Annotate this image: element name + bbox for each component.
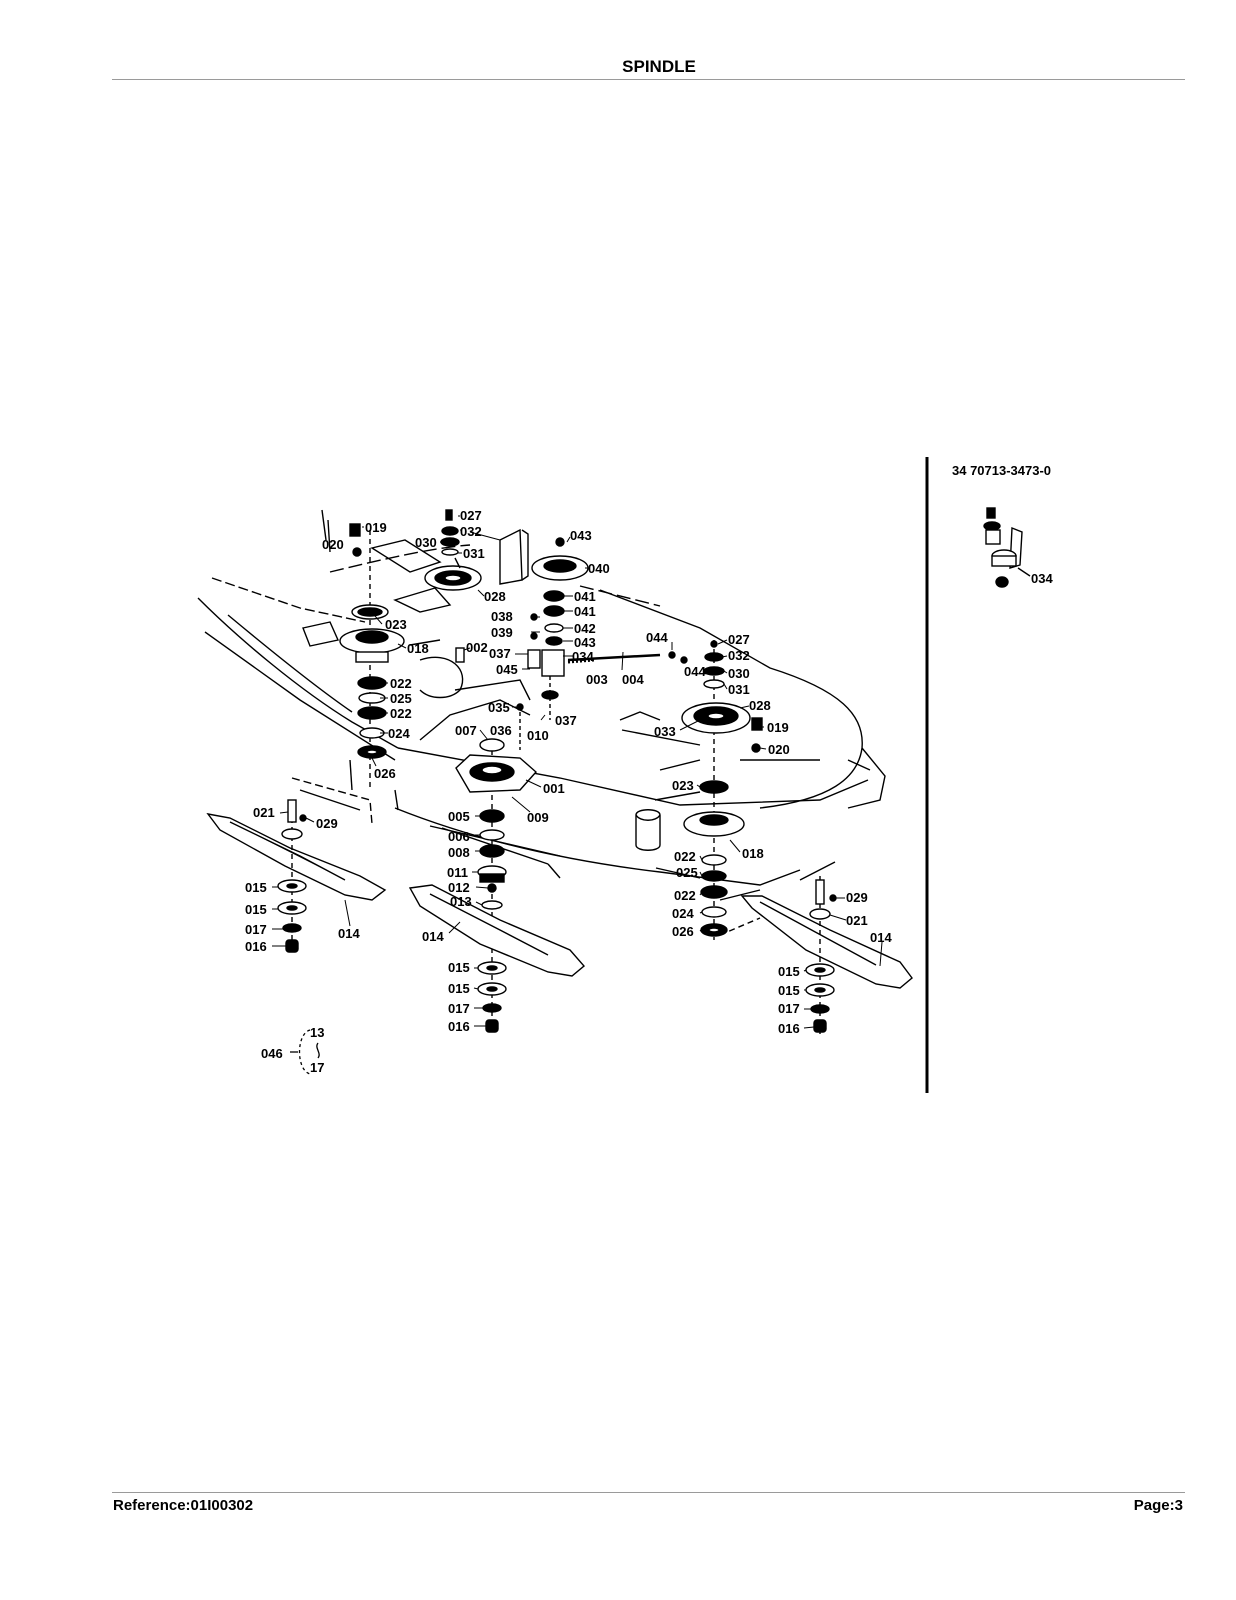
callout-label: 042: [574, 621, 596, 636]
callout-label: 021: [846, 913, 868, 928]
callout-label: 003: [586, 672, 608, 687]
callout-label: 006: [448, 829, 470, 844]
callout-label: 018: [407, 641, 429, 656]
callout-label: 032: [728, 648, 750, 663]
callout-label: 015: [448, 960, 470, 975]
callout-label: 043: [574, 635, 596, 650]
callout-label: 015: [245, 880, 267, 895]
callout-label: 037: [555, 713, 577, 728]
callout-label: 016: [448, 1019, 470, 1034]
center-blade-assembly: [408, 884, 585, 1033]
callout-label: 024: [672, 906, 694, 921]
callout-label: 029: [316, 816, 338, 831]
idler-tension-assembly: [455, 537, 688, 750]
callout-label: 016: [778, 1021, 800, 1036]
footer-rule: [112, 1492, 1185, 1493]
callout-label: 023: [672, 778, 694, 793]
footer-reference: Reference:01I00302: [113, 1497, 254, 1514]
center-spindle-assembly: [455, 738, 537, 1030]
callout-label: 031: [728, 682, 750, 697]
callout-label: 041: [574, 589, 596, 604]
callout-label: 027: [728, 632, 750, 647]
callout-label: 036: [490, 723, 512, 738]
callout-label: 044: [684, 664, 706, 679]
callout-label: 015: [778, 983, 800, 998]
callout-label: 017: [245, 922, 267, 937]
callout-label: 17: [310, 1060, 324, 1075]
callout-label: 017: [778, 1001, 800, 1016]
callout-label: 018: [742, 846, 764, 861]
callout-label: 040: [588, 561, 610, 576]
callout-label: 020: [322, 537, 344, 552]
callout-label: 009: [527, 810, 549, 825]
inset-part-034: [983, 507, 1031, 588]
callout-label: 013: [450, 894, 472, 909]
callout-label: 024: [388, 726, 410, 741]
callout-label: 033: [654, 724, 676, 739]
right-spindle-assembly: [681, 640, 763, 940]
page-title: SPINDLE: [622, 57, 696, 76]
leader-lines: [272, 515, 883, 1029]
callout-label: 017: [448, 1001, 470, 1016]
callout-label: 023: [385, 617, 407, 632]
callout-label: 015: [245, 902, 267, 917]
callout-label: 030: [415, 535, 437, 550]
callout-label: 025: [390, 691, 412, 706]
callout-label: 014: [338, 926, 360, 941]
callout-label: 044: [646, 630, 668, 645]
callout-label: 005: [448, 809, 470, 824]
callout-label: 019: [365, 520, 387, 535]
callout-label: 001: [543, 781, 565, 796]
callout-label: 022: [390, 706, 412, 721]
callout-label: 037: [489, 646, 511, 661]
callout-label: 026: [672, 924, 694, 939]
callout-label: 028: [749, 698, 771, 713]
callout-label: 045: [496, 662, 518, 677]
callout-label: 043: [570, 528, 592, 543]
callout-label: 014: [422, 929, 444, 944]
callout-label: 031: [463, 546, 485, 561]
callout-label: 027: [460, 508, 482, 523]
left-spindle-assembly: [339, 523, 405, 790]
callout-label: 034: [572, 649, 594, 664]
right-blade-assembly: [740, 876, 913, 1035]
callout-label: 011: [447, 865, 468, 880]
callout-label: 008: [448, 845, 470, 860]
callout-label: 016: [245, 939, 267, 954]
callout-label: 035: [488, 700, 510, 715]
callout-labels: 019 020 027 032 030 031 028 043 040 041 …: [245, 463, 1053, 1075]
callout-label: 022: [674, 849, 696, 864]
callout-label: 020: [768, 742, 790, 757]
callout-label: 015: [778, 964, 800, 979]
callout-label: 029: [846, 890, 868, 905]
callout-label: 13: [310, 1025, 324, 1040]
callout-label: 022: [674, 888, 696, 903]
callout-label: 007: [455, 723, 477, 738]
left-pulley: [424, 509, 482, 591]
callout-label: 019: [767, 720, 789, 735]
callout-label: 015: [448, 981, 470, 996]
callout-label: 028: [484, 589, 506, 604]
callout-label: 021: [253, 805, 275, 820]
callout-label: 004: [622, 672, 644, 687]
callout-label: 025: [676, 865, 698, 880]
callout-label: 012: [448, 880, 470, 895]
callout-label: 046: [261, 1046, 283, 1061]
callout-label: 010: [527, 728, 549, 743]
callout-label: 026: [374, 766, 396, 781]
callout-label: 002: [466, 640, 488, 655]
callout-label: 039: [491, 625, 513, 640]
callout-label: 032: [460, 524, 482, 539]
footer-page-number: Page:3: [1133, 1497, 1183, 1514]
inset-serial: 34 70713-3473-0: [952, 463, 1051, 478]
callout-label: 014: [870, 930, 892, 945]
callout-label: 041: [574, 604, 596, 619]
callout-label: 030: [728, 666, 750, 681]
callout-label: 022: [390, 676, 412, 691]
kit-bracket-046: [290, 1029, 320, 1075]
callout-label: 038: [491, 609, 513, 624]
callout-label: 034: [1031, 571, 1053, 586]
header-rule: [112, 79, 1185, 80]
